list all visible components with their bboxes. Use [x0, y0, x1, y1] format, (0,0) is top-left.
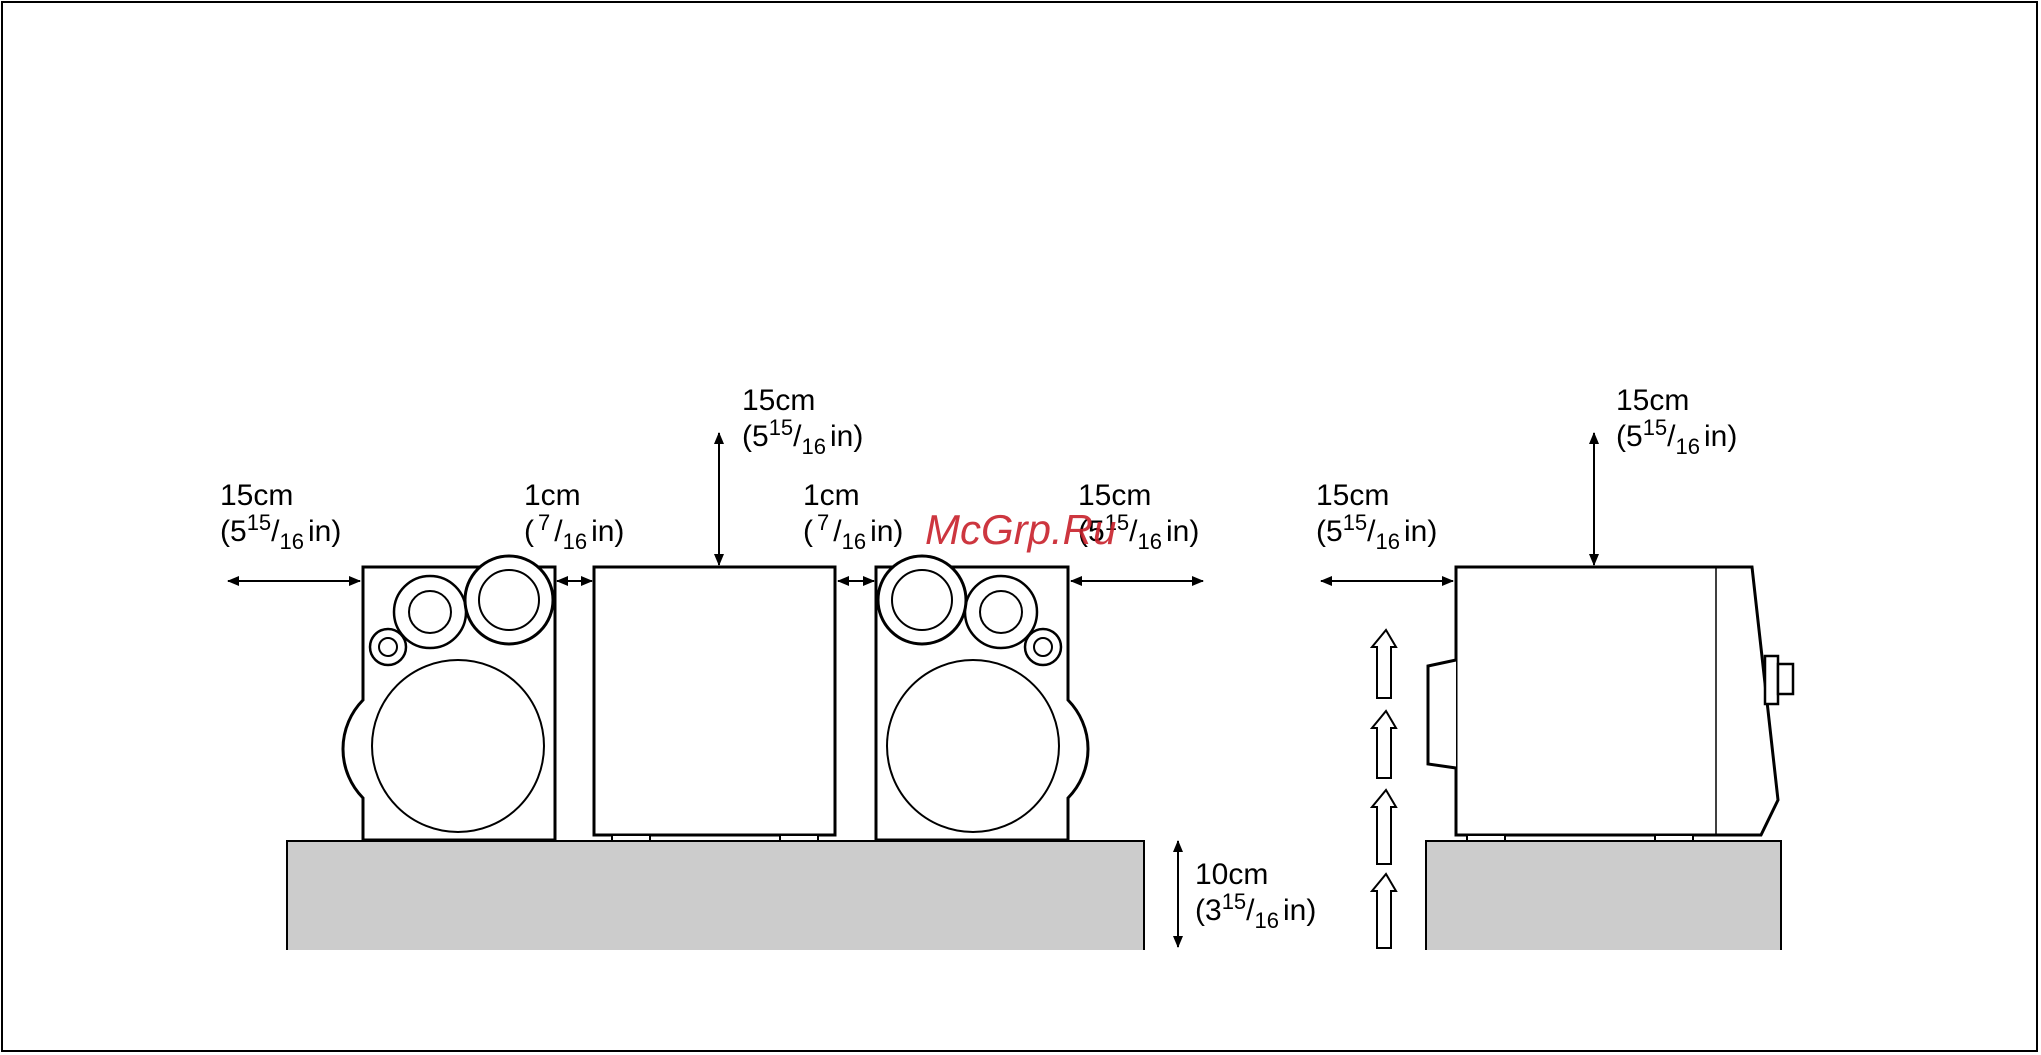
label-metric: 1cm [803, 479, 860, 512]
label-metric: 15cm [1316, 479, 1389, 512]
side-view [1321, 433, 1793, 960]
label-metric: 10cm [1195, 858, 1268, 891]
airflow-arrow-4 [1372, 630, 1396, 698]
shelf-front [287, 841, 1144, 951]
airflow-arrow-3 [1372, 711, 1396, 778]
watermark: McGrp.Ru [925, 506, 1116, 553]
label-metric: 15cm [220, 479, 293, 512]
label-metric: 1cm [524, 479, 581, 512]
main-unit-side [1428, 567, 1793, 841]
right-speaker [876, 556, 1088, 840]
left-speaker [343, 556, 555, 840]
label-metric: 15cm [1616, 384, 1689, 417]
label-metric: 15cm [742, 384, 815, 417]
airflow-arrow-2 [1372, 790, 1396, 864]
main-unit [594, 567, 835, 841]
airflow-arrows [1372, 630, 1396, 948]
shelf-side [1426, 841, 1781, 951]
airflow-arrow-1 [1372, 874, 1396, 948]
